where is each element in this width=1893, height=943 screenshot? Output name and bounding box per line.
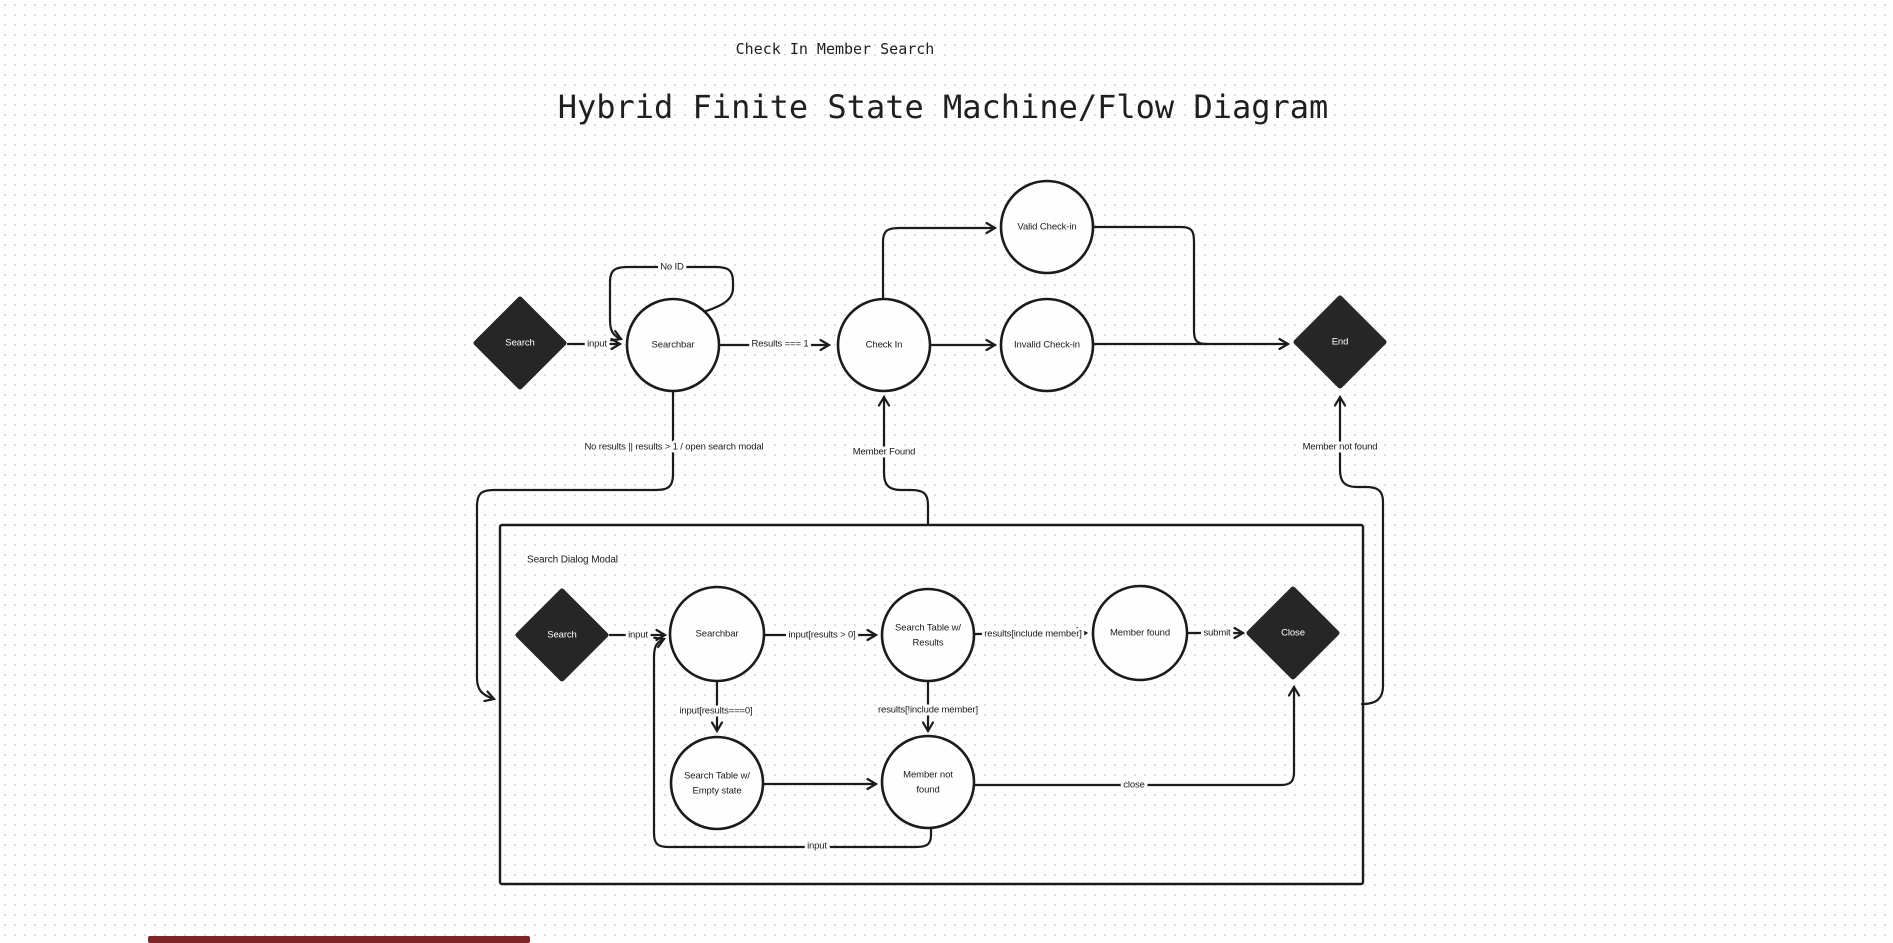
node-end-diamond[interactable] — [1293, 295, 1387, 389]
bottom-clipped-red-bar — [148, 936, 530, 943]
edge-label-member-found: Member Found — [853, 447, 916, 458]
node-searchbar[interactable] — [625, 297, 721, 393]
node-close-diamond[interactable] — [1246, 586, 1340, 680]
edge-not-found-input-loop[interactable] — [652, 636, 933, 849]
page-title: Check In Member Search — [736, 40, 935, 58]
node-label-modal-start: Search — [547, 630, 577, 641]
modal-title: Search Dialog Modal — [527, 555, 618, 566]
edge-label-member-not-found: Member not found — [1303, 442, 1378, 453]
node-label-member-found: Member found — [1110, 628, 1170, 639]
edge-open-search-modal[interactable] — [475, 390, 675, 703]
edge-label-results-zero: input[results===0] — [679, 706, 752, 717]
node-modal-searchbar[interactable] — [668, 585, 766, 683]
node-label-not-found-1: Member not — [903, 770, 953, 781]
edge-not-found-to-close[interactable] — [973, 684, 1301, 787]
edge-label-input: input — [587, 339, 607, 350]
node-search-table-empty[interactable] — [669, 735, 765, 831]
modal-container[interactable] — [498, 523, 1365, 886]
node-search-table-results[interactable] — [880, 587, 976, 683]
edge-label-close: close — [1123, 780, 1144, 791]
edge-member-not-found-to-end[interactable] — [1333, 394, 1385, 706]
edge-label-input-loop: input — [807, 841, 827, 852]
node-member-found[interactable] — [1091, 584, 1189, 682]
edge-label-include-member: results[include member] — [984, 629, 1081, 640]
node-start-diamond[interactable] — [473, 296, 567, 390]
edge-label-results-one: Results === 1 — [752, 339, 809, 350]
node-label-table-results-1: Search Table w/ — [895, 623, 961, 634]
node-label-modal-searchbar: Searchbar — [696, 629, 739, 640]
edge-label-open-modal: No results || results > 1 / open search … — [584, 442, 763, 453]
node-label-invalid: Invalid Check-in — [1014, 340, 1080, 351]
page-subtitle: Hybrid Finite State Machine/Flow Diagram — [558, 88, 1329, 126]
edge-label-no-id: No ID — [660, 262, 684, 273]
node-label-searchbar: Searchbar — [652, 340, 695, 351]
node-label-end: End — [1332, 337, 1349, 348]
node-check-in[interactable] — [836, 297, 932, 393]
edge-valid-to-end[interactable] — [1092, 225, 1209, 346]
node-label-check-in: Check In — [866, 340, 903, 351]
node-label-table-results-2: Results — [913, 638, 944, 649]
node-label-table-empty-1: Search Table w/ — [684, 771, 750, 782]
node-label-table-empty-2: Empty state — [692, 786, 741, 797]
node-valid-check-in[interactable] — [999, 179, 1095, 275]
edge-no-id-self-loop[interactable] — [608, 265, 735, 342]
edge-label-not-include-member: results[!include member] — [878, 705, 978, 716]
main-flow: input No ID Results === 1 Member Found N… — [473, 179, 1387, 706]
node-label-start: Search — [505, 338, 535, 349]
edge-label-modal-input: input — [628, 630, 648, 641]
node-invalid-check-in[interactable] — [999, 297, 1095, 393]
node-label-not-found-2: found — [916, 785, 939, 796]
edge-label-submit: submit — [1203, 628, 1231, 639]
edge-member-found-to-checkin[interactable] — [877, 394, 930, 526]
node-member-not-found[interactable] — [880, 734, 976, 830]
search-dialog-modal: Search Dialog Modal input input[results … — [498, 523, 1365, 886]
edge-label-results-gt-zero: input[results > 0] — [788, 630, 855, 641]
edge-results-to-member-found[interactable] — [973, 626, 1089, 640]
node-label-valid: Valid Check-in — [1017, 222, 1076, 233]
edge-checkin-to-valid[interactable] — [881, 221, 998, 300]
node-modal-start-diamond[interactable] — [515, 588, 609, 682]
node-label-close: Close — [1281, 628, 1305, 639]
